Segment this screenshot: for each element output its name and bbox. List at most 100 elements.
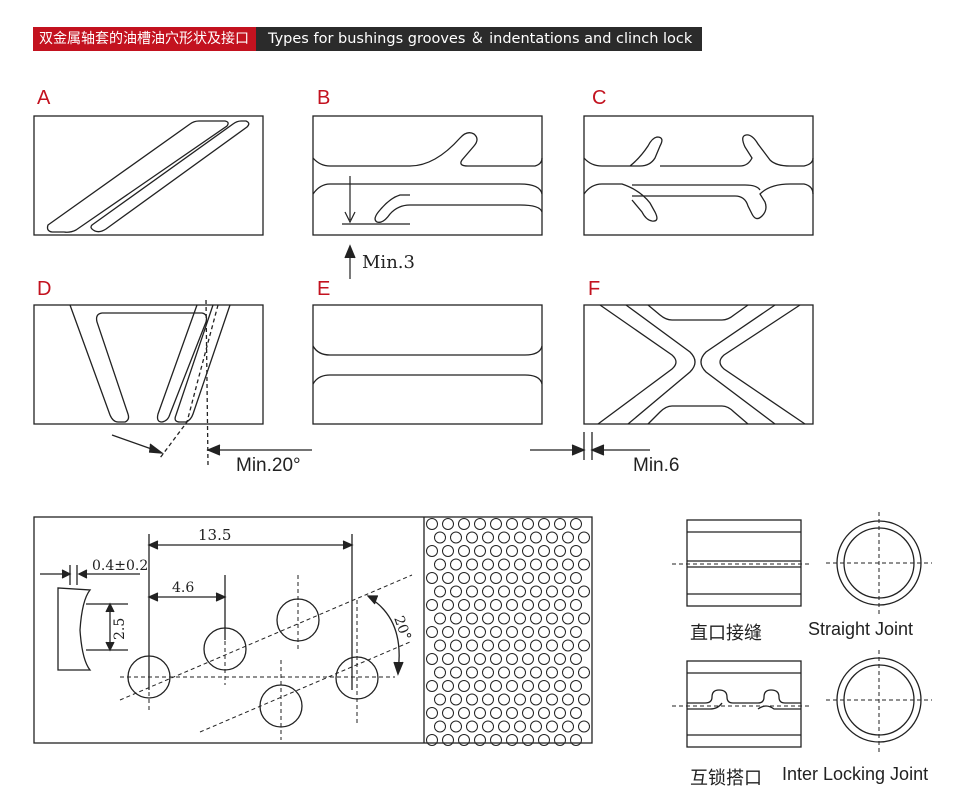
- pattern-dot: [442, 734, 454, 746]
- pattern-dot: [490, 653, 502, 665]
- dim-2-5: 2.5: [112, 618, 128, 640]
- pattern-dot: [570, 734, 582, 746]
- pattern-dot: [482, 612, 494, 625]
- pattern-dot: [506, 734, 518, 746]
- pattern-dot: [490, 734, 502, 746]
- pattern-dot: [562, 639, 574, 652]
- pattern-dot: [570, 518, 582, 530]
- pattern-dot: [466, 720, 478, 733]
- pattern-dot: [498, 585, 510, 598]
- pattern-dot: [426, 545, 438, 557]
- pattern-dot: [530, 531, 542, 544]
- label-min-20: Min.20°: [236, 455, 301, 476]
- pattern-dot: [498, 639, 510, 652]
- straight-joint-drawing: [672, 512, 932, 614]
- pattern-dot: [474, 653, 486, 665]
- pattern-dot: [474, 626, 486, 638]
- pattern-dot: [490, 599, 502, 611]
- pattern-dot: [546, 558, 558, 571]
- pattern-dot: [450, 666, 462, 679]
- dim-0-4: 0.4±0.2: [92, 558, 148, 574]
- pattern-dot: [434, 612, 446, 625]
- dot-pattern: [426, 518, 590, 746]
- pattern-dot: [514, 720, 526, 733]
- pattern-dot: [450, 720, 462, 733]
- pattern-dot: [546, 720, 558, 733]
- pattern-dot: [538, 599, 550, 611]
- pattern-dot: [506, 518, 518, 530]
- pattern-dot: [426, 734, 438, 746]
- pattern-dot: [562, 612, 574, 625]
- pattern-dot: [530, 693, 542, 706]
- pattern-dot: [426, 680, 438, 692]
- pattern-dot: [570, 680, 582, 692]
- pattern-dot: [570, 545, 582, 557]
- pattern-dot: [522, 518, 534, 530]
- label-min-3: Min.3: [362, 252, 415, 273]
- panel-c-drawing: [583, 115, 814, 236]
- pattern-dot: [434, 693, 446, 706]
- pattern-dot: [474, 572, 486, 584]
- pattern-dot: [458, 599, 470, 611]
- pattern-dot: [554, 572, 566, 584]
- panel-label-d: D: [37, 278, 52, 300]
- panel-label-e: E: [317, 278, 331, 300]
- pattern-dot: [498, 558, 510, 571]
- pattern-dot: [458, 653, 470, 665]
- pattern-dot: [538, 545, 550, 557]
- pattern-dot: [562, 666, 574, 679]
- pattern-dot: [490, 545, 502, 557]
- pattern-dot: [554, 626, 566, 638]
- pattern-dot: [546, 612, 558, 625]
- pattern-dot: [530, 558, 542, 571]
- pattern-dot: [578, 693, 590, 706]
- pattern-dot: [474, 545, 486, 557]
- pattern-dot: [474, 518, 486, 530]
- pattern-dot: [498, 720, 510, 733]
- pattern-dot: [514, 531, 526, 544]
- pattern-dot: [498, 693, 510, 706]
- pattern-dot: [506, 707, 518, 719]
- pattern-dot: [450, 612, 462, 625]
- pattern-dot: [490, 707, 502, 719]
- pattern-dot: [514, 639, 526, 652]
- panel-label-a: A: [37, 87, 51, 109]
- pattern-dot: [482, 531, 494, 544]
- panel-label-c: C: [592, 87, 607, 109]
- panel-label-f: F: [588, 278, 601, 300]
- pattern-dot: [474, 734, 486, 746]
- pattern-dot: [522, 626, 534, 638]
- panel-d-drawing: [33, 299, 312, 466]
- pattern-dot: [506, 599, 518, 611]
- pattern-dot: [466, 612, 478, 625]
- pattern-dot: [578, 585, 590, 598]
- pattern-dot: [474, 707, 486, 719]
- pattern-dot: [522, 680, 534, 692]
- pattern-dot: [554, 653, 566, 665]
- pattern-dot: [522, 572, 534, 584]
- pattern-dot: [530, 639, 542, 652]
- pattern-dot: [458, 545, 470, 557]
- pattern-dot: [490, 518, 502, 530]
- pattern-dot: [522, 734, 534, 746]
- pattern-dot: [450, 693, 462, 706]
- pattern-dot: [442, 518, 454, 530]
- pattern-dot: [538, 707, 550, 719]
- pattern-dot: [554, 734, 566, 746]
- pattern-dot: [434, 558, 446, 571]
- pattern-dot: [450, 531, 462, 544]
- pattern-dot: [562, 693, 574, 706]
- pattern-dot: [442, 599, 454, 611]
- pattern-dot: [490, 572, 502, 584]
- pattern-dot: [506, 545, 518, 557]
- pattern-dot: [450, 639, 462, 652]
- pattern-dot: [538, 653, 550, 665]
- pattern-dot: [578, 666, 590, 679]
- pattern-dot: [562, 720, 574, 733]
- pattern-dot: [554, 545, 566, 557]
- pattern-dot: [506, 626, 518, 638]
- pattern-dot: [506, 680, 518, 692]
- pattern-dot: [490, 626, 502, 638]
- pattern-dot: [514, 612, 526, 625]
- pattern-dot: [458, 626, 470, 638]
